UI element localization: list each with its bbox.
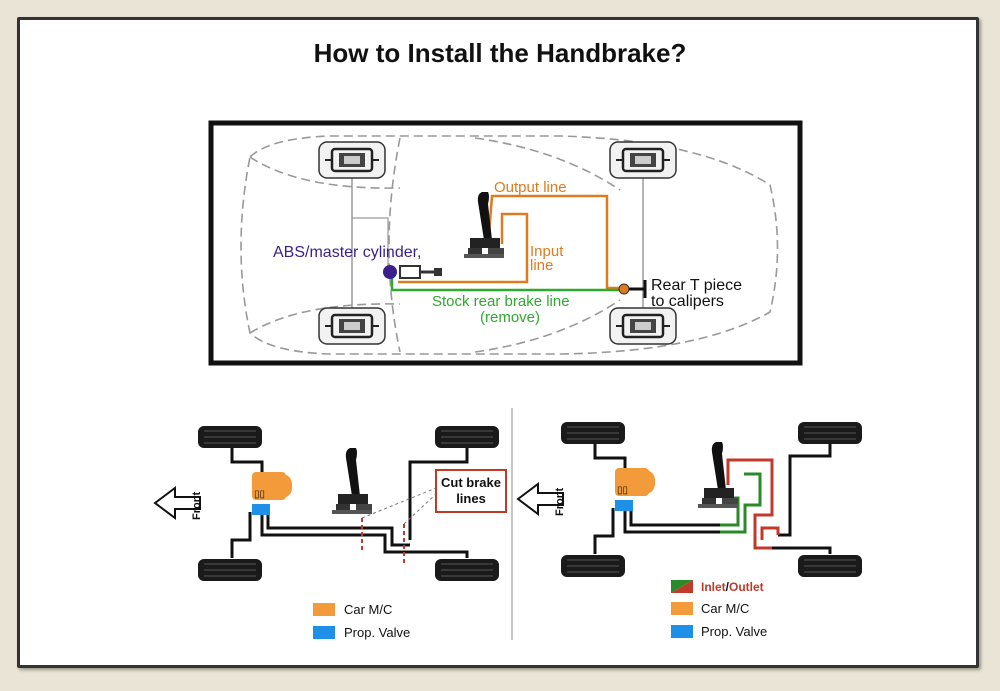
cut-brake-label-2: lines: [456, 491, 486, 506]
legend-label-mc-left: Car M/C: [344, 602, 392, 617]
legend-label-outlet: Outlet: [729, 580, 764, 594]
rear-t-label-2: to calipers: [651, 293, 724, 310]
front-arrow-icon-right: [516, 482, 564, 516]
rear-t-label-1: Rear T piece: [651, 277, 742, 294]
legend-label-valve-right: Prop. Valve: [701, 624, 767, 639]
page-title: How to Install the Handbrake?: [313, 38, 687, 68]
tire-rear-left-r: [797, 421, 863, 445]
handbrake-lever-left-icon: [332, 448, 372, 514]
legend-swatch-valve-right: [671, 625, 693, 638]
legend-swatch-mc-left: [313, 603, 335, 616]
legend-swatch-mc-right: [671, 602, 693, 615]
front-arrow-icon: [153, 486, 201, 520]
cut-brake-box: [435, 469, 507, 513]
stock-line: [390, 278, 620, 292]
outlet-line: [726, 458, 774, 550]
top-diagram: ABS/master cylinder, Output line Input l…: [208, 120, 803, 366]
tire-front-left-r: [560, 421, 626, 445]
top-diagram-border: [208, 120, 803, 366]
abs-label: ABS/master cylinder,: [273, 244, 422, 261]
wheel-front-left: [317, 140, 387, 180]
input-line-label-1: Input: [530, 243, 564, 260]
input-line: [398, 212, 529, 284]
front-label-left: Front: [191, 492, 203, 520]
input-line-label-2: line: [530, 257, 553, 274]
tire-front-right-r: [560, 554, 626, 578]
abs-dot: [383, 265, 397, 279]
tire-front-right: [197, 558, 263, 582]
tire-rear-right-r: [797, 554, 863, 578]
legend-label-inlet: Inlet: [701, 580, 726, 594]
bottom-left-diagram: ▯▯ Front Cut brake lines Car M/C Prop. V…: [153, 425, 507, 640]
wheel-rear-left: [608, 140, 678, 180]
tire-rear-left: [434, 425, 500, 449]
bottom-right-diagram: ▯▯ Front Inlet/Outlet Car M/C Prop. Valv…: [516, 421, 863, 639]
handbrake-lever-right-icon: [698, 442, 738, 508]
car-outline: [240, 135, 779, 355]
svg-text:▯▯: ▯▯: [617, 485, 628, 496]
wheel-rear-right: [608, 306, 678, 346]
stock-line-label-2: (remove): [480, 309, 540, 326]
legend-swatch-inlet-outlet: [671, 580, 693, 593]
front-label-right: Front: [554, 488, 566, 516]
prop-valve-left: [252, 504, 270, 515]
inlet-line: [720, 472, 762, 534]
stock-line-label-1: Stock rear brake line: [432, 293, 570, 310]
cut-brake-label-1: Cut brake: [441, 475, 501, 490]
tire-rear-right: [434, 558, 500, 582]
svg-text:▯▯: ▯▯: [254, 489, 265, 500]
legend-label-valve-left: Prop. Valve: [344, 625, 410, 640]
svg-text:Inlet/Outlet: Inlet/Outlet: [701, 580, 764, 594]
wheel-front-right: [317, 306, 387, 346]
legend-swatch-valve-left: [313, 626, 335, 639]
tire-front-left: [197, 425, 263, 449]
legend-label-mc-right: Car M/C: [701, 601, 749, 616]
master-cylinder: [399, 265, 421, 279]
prop-valve-right: [615, 500, 633, 511]
output-line: [486, 194, 622, 290]
output-line-label: Output line: [494, 179, 567, 196]
